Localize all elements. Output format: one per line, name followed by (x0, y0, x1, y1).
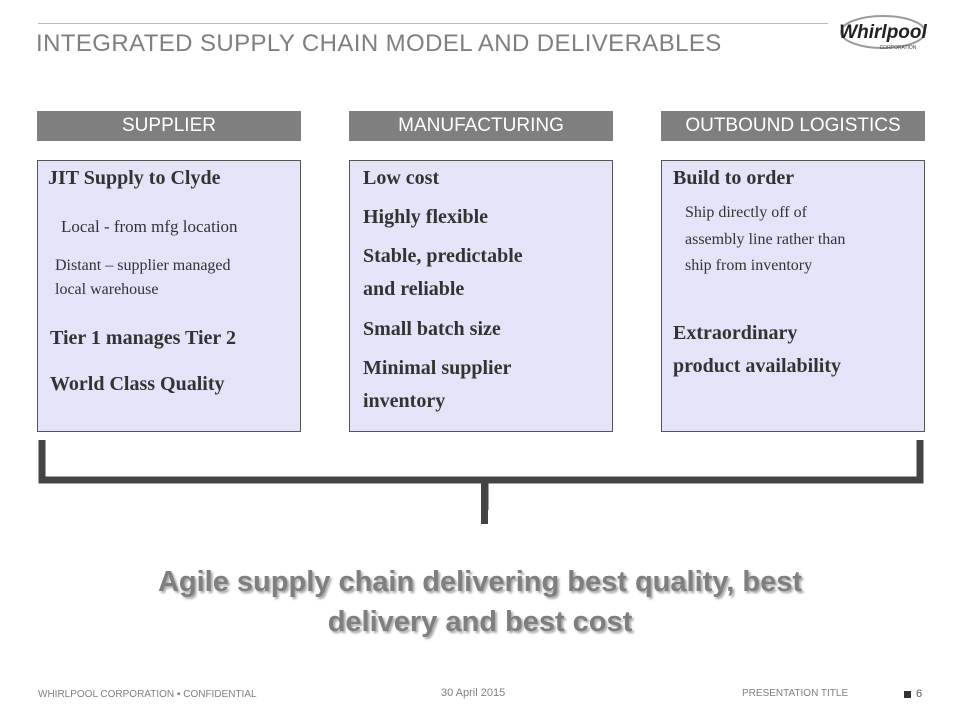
manufacturing-item: Low cost (363, 167, 440, 189)
outbound-logistics-box: Build to order Ship directly off of asse… (661, 160, 925, 432)
outbound-item: product availability (673, 355, 841, 377)
outbound-item: Extraordinary (673, 322, 798, 344)
headline-line-1: Agile supply chain delivering best quali… (157, 566, 803, 598)
headline: Agile supply chain delivering best quali… (80, 562, 880, 642)
page-number: 6 (916, 688, 923, 700)
supplier-item: local warehouse (55, 281, 159, 298)
whirlpool-logo: Whirlpool CORPORATION (839, 15, 928, 51)
manufacturing-box: Low cost Highly flexible Stable, predict… (349, 160, 613, 432)
headline-line-2: delivery and best cost (327, 606, 633, 638)
footer-date: 30 April 2015 (441, 687, 506, 699)
supplier-item: World Class Quality (50, 373, 225, 395)
bracket-stem (481, 478, 488, 524)
supplier-box: JIT Supply to Clyde Local - from mfg loc… (37, 160, 301, 432)
manufacturing-item: inventory (363, 390, 446, 412)
page-number-marker-icon (904, 691, 911, 698)
outbound-item: assembly line rather than (685, 231, 846, 248)
title-rule (38, 23, 828, 24)
supplier-item: Tier 1 manages Tier 2 (50, 327, 236, 349)
footer-confidential: WHIRLPOOL CORPORATION ▪ CONFIDENTIAL (38, 689, 257, 700)
supplier-item: Distant – supplier managed (55, 257, 231, 274)
manufacturing-item: Small batch size (363, 318, 501, 340)
logo-subtitle: CORPORATION (880, 45, 917, 51)
manufacturing-item: and reliable (363, 278, 465, 300)
supplier-item: JIT Supply to Clyde (48, 167, 221, 189)
manufacturing-item: Highly flexible (363, 206, 488, 228)
footer-presentation-title: PRESENTATION TITLE (742, 688, 849, 699)
outbound-item: Ship directly off of (685, 204, 807, 221)
manufacturing-item: Stable, predictable (363, 245, 523, 267)
header-outbound-logistics: OUTBOUND LOGISTICS (661, 111, 925, 141)
header-supplier: SUPPLIER (37, 111, 301, 141)
slide-title: INTEGRATED SUPPLY CHAIN MODEL AND DELIVE… (36, 30, 722, 57)
logo-brand: Whirlpool (839, 22, 927, 43)
manufacturing-item: Minimal supplier (363, 357, 512, 379)
header-manufacturing: MANUFACTURING (349, 111, 613, 141)
outbound-item: ship from inventory (685, 257, 813, 274)
outbound-item: Build to order (673, 167, 795, 189)
supplier-item: Local - from mfg location (61, 217, 238, 236)
